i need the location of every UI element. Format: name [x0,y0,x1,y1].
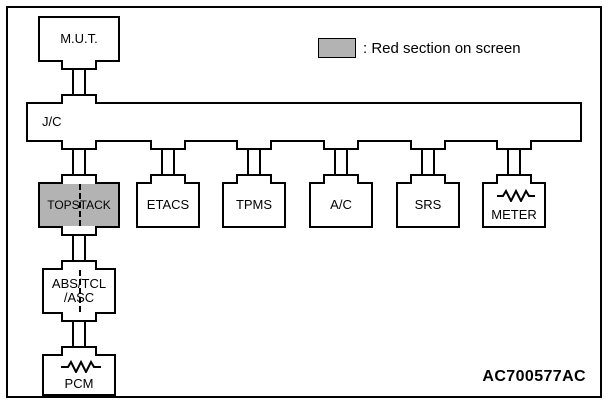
wire-mut-a [72,68,74,102]
node-tpms[interactable]: TPMS [222,182,286,228]
node-topstack-label: TOPSTACK [47,197,111,212]
node-meter[interactable]: METER [482,182,546,228]
resistor-icon-meter [497,189,535,202]
node-meter-label: METER [491,207,537,223]
diagram-frame: : Red section on screen M.U.T. J/C TOPST… [6,6,602,398]
connector-tab-jc-3 [236,140,272,150]
node-srs-label: SRS [414,197,442,213]
wire-col6-b [519,148,521,180]
node-pcm[interactable]: PCM [42,354,116,396]
connector-tab-jc-1 [61,140,97,150]
wire-topstack-abs-b [84,234,86,266]
wire-col1-a [72,148,74,180]
connector-tab-abs-top [61,260,97,270]
node-tpms-label: TPMS [235,197,273,213]
wire-col6-a [507,148,509,180]
abs-divider [79,270,81,312]
connector-tab-jc-mut [61,94,97,104]
connector-tab-ac-top [323,174,359,184]
wire-col2-b [173,148,175,180]
wire-col4-a [334,148,336,180]
wire-mut-b [84,68,86,102]
connector-tab-topstack-bottom [61,226,97,236]
connector-tab-jc-5 [410,140,446,150]
connector-tab-tpms-top [236,174,272,184]
connector-tab-jc-6 [496,140,532,150]
wire-col3-b [259,148,261,180]
wire-col4-b [346,148,348,180]
legend: : Red section on screen [318,38,521,58]
wire-col5-a [421,148,423,180]
wire-abs-pcm-b [84,320,86,352]
node-srs[interactable]: SRS [396,182,460,228]
node-ac-label: A/C [330,197,352,213]
node-pcm-label: PCM [64,376,94,392]
node-topstack[interactable]: TOPSTACK [38,182,120,228]
node-jc-label: J/C [42,114,62,130]
wire-col2-a [161,148,163,180]
node-mut-label: M.U.T. [60,31,98,47]
resistor-icon-pcm [61,360,101,373]
node-etacs-label: ETACS [146,197,190,213]
connector-tab-meter-top [496,174,532,184]
connector-tab-etacs-top [150,174,186,184]
connector-tab-srs-top [410,174,446,184]
wire-col3-a [247,148,249,180]
diagram-reference-code: AC700577AC [482,368,586,385]
node-mut[interactable]: M.U.T. [38,16,120,62]
connector-tab-pcm-top [61,346,97,356]
node-etacs[interactable]: ETACS [136,182,200,228]
legend-label: : Red section on screen [363,39,521,57]
wire-col1-b [84,148,86,180]
node-ac[interactable]: A/C [309,182,373,228]
connector-tab-jc-2 [150,140,186,150]
topstack-divider [79,184,81,226]
node-jc[interactable]: J/C [26,102,582,142]
wire-topstack-abs-a [72,234,74,266]
connector-tab-abs-bottom [61,312,97,322]
legend-swatch-icon [318,38,356,58]
node-abs[interactable]: ABS/TCL /ASC [42,268,116,314]
wire-col5-b [433,148,435,180]
connector-tab-mut [61,60,97,70]
wire-abs-pcm-a [72,320,74,352]
connector-tab-jc-4 [323,140,359,150]
connector-tab-topstack-top [61,174,97,184]
